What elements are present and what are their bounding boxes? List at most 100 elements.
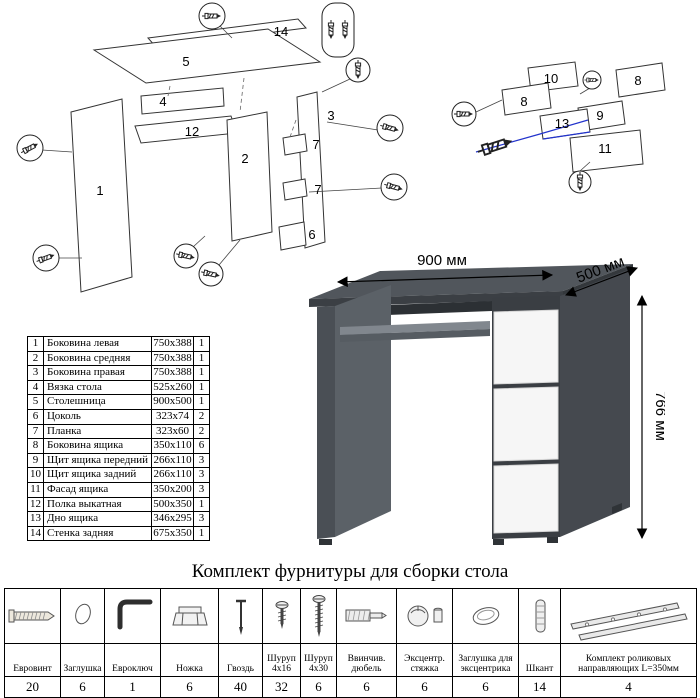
wood-dowel-icon bbox=[535, 599, 545, 633]
hardware-item-name: Ножка bbox=[160, 643, 219, 677]
part-number-label: 7 bbox=[312, 137, 319, 152]
part-number-label: 11 bbox=[598, 141, 612, 156]
callout-circle bbox=[451, 101, 477, 127]
dim-width-line bbox=[336, 269, 554, 288]
hardware-item-name: Заглушка bbox=[60, 643, 105, 677]
hardware-item-name: Ввинчив. дюбель bbox=[336, 643, 397, 677]
callout-circle bbox=[32, 244, 60, 272]
drawer-unit-side bbox=[560, 269, 630, 537]
part-number-label: 12 bbox=[185, 124, 199, 139]
part-bar-top bbox=[282, 133, 308, 156]
hardware-item-name: Евровинт bbox=[4, 643, 61, 677]
foot-icon bbox=[171, 606, 208, 626]
hardware-item-qty: 6 bbox=[396, 676, 453, 698]
part-right-side bbox=[296, 91, 326, 249]
hardware-qty-row: 20 6 1 6 40 32 6 6 6 6 14 4 bbox=[4, 676, 697, 698]
part-number-label: 1 bbox=[96, 183, 103, 198]
drawer-front-3 bbox=[493, 463, 559, 534]
part-number-label: 8 bbox=[634, 73, 641, 88]
hardware-item-qty: 6 bbox=[60, 676, 105, 698]
hardware-names-row: Евровинт Заглушка Евроключ Ножка Гвоздь … bbox=[4, 643, 697, 677]
desk-foot bbox=[547, 537, 558, 543]
cam-cap-icon bbox=[472, 607, 499, 625]
hardware-kit-title: Комплект фурнитуры для сборки стола bbox=[191, 561, 509, 582]
callout-circle bbox=[380, 173, 408, 201]
cap-icon bbox=[74, 603, 91, 625]
part-number-label: 5 bbox=[182, 54, 189, 69]
part-desktop bbox=[92, 28, 322, 84]
part-number-label: 14 bbox=[274, 24, 288, 39]
part-number-label: 13 bbox=[555, 116, 569, 131]
hardware-item-qty: 14 bbox=[518, 676, 561, 698]
hardware-item-name: Шуруп 4x16 bbox=[262, 643, 301, 677]
cam-lock-icon bbox=[407, 605, 442, 627]
left-leg-inner bbox=[335, 285, 391, 537]
hardware-icons-row bbox=[4, 588, 697, 644]
hardware-item-qty: 6 bbox=[300, 676, 337, 698]
part-number-label: 6 bbox=[308, 227, 315, 242]
drawer-facade bbox=[569, 129, 644, 173]
hardware-item-name: Шкант bbox=[518, 643, 561, 677]
drawer-bottom-edge-highlight bbox=[542, 131, 591, 140]
callout-circle bbox=[16, 134, 44, 162]
desk-foot bbox=[319, 539, 332, 545]
hardware-item-qty: 1 bbox=[104, 676, 161, 698]
callout-circle bbox=[173, 243, 199, 269]
desk-foot bbox=[612, 503, 622, 514]
part-bar-bottom bbox=[282, 178, 308, 201]
hardware-item-name: Комплект роликовых направляющих L=350мм bbox=[560, 643, 697, 677]
callout-circle bbox=[345, 57, 371, 83]
dim-depth-line bbox=[564, 266, 639, 297]
hardware-item-qty: 40 bbox=[218, 676, 263, 698]
part-number-label: 2 bbox=[241, 151, 248, 166]
part-number-label: 7 bbox=[314, 182, 321, 197]
drawer-front-2 bbox=[493, 386, 559, 462]
desk-exploded-diagram: 14 5 4 12 2 1 3 7 7 6 bbox=[16, 2, 408, 293]
hardware-item-name: Заглушка для эксцентрика bbox=[452, 643, 519, 677]
keyboard-tray bbox=[340, 321, 490, 335]
left-leg-front bbox=[317, 306, 335, 539]
part-number-label: 9 bbox=[596, 108, 603, 123]
hardware-item-name: Шуруп 4x30 bbox=[300, 643, 337, 677]
drawer-side-right bbox=[615, 62, 666, 98]
part-plinth bbox=[278, 221, 307, 251]
callout-circle bbox=[198, 261, 224, 287]
callout-box bbox=[321, 2, 355, 58]
desk-foot bbox=[493, 539, 504, 545]
hardware-item-qty: 6 bbox=[452, 676, 519, 698]
hex-key-icon bbox=[117, 599, 152, 630]
part-number-label: 3 bbox=[327, 108, 334, 123]
part-number-label: 4 bbox=[159, 94, 166, 109]
hardware-item-name: Евроключ bbox=[104, 643, 161, 677]
drawer-front-1 bbox=[493, 309, 559, 385]
desk-render: 900 мм 500 мм 766 мм bbox=[309, 252, 665, 545]
screw-short-icon bbox=[275, 601, 288, 629]
hardware-item-qty: 32 bbox=[262, 676, 301, 698]
hardware-item-name: Эксцентр. стяжка bbox=[396, 643, 453, 677]
part-middle-side bbox=[226, 111, 273, 242]
callout-circle bbox=[198, 2, 226, 30]
part-number-label: 8 bbox=[520, 94, 527, 109]
dim-width-label: 900 мм bbox=[417, 252, 467, 269]
threaded-dowel-icon bbox=[345, 609, 387, 622]
part-tie-board bbox=[140, 87, 225, 115]
euro-screw-icon bbox=[8, 609, 55, 623]
hardware-table: Евровинт Заглушка Евроключ Ножка Гвоздь … bbox=[4, 588, 697, 698]
hardware-item-qty: 6 bbox=[160, 676, 219, 698]
hardware-item-qty: 20 bbox=[4, 676, 61, 698]
drawer-exploded-diagram: 10 8 8 9 13 11 bbox=[451, 61, 666, 194]
drawer-side-left bbox=[501, 82, 552, 116]
